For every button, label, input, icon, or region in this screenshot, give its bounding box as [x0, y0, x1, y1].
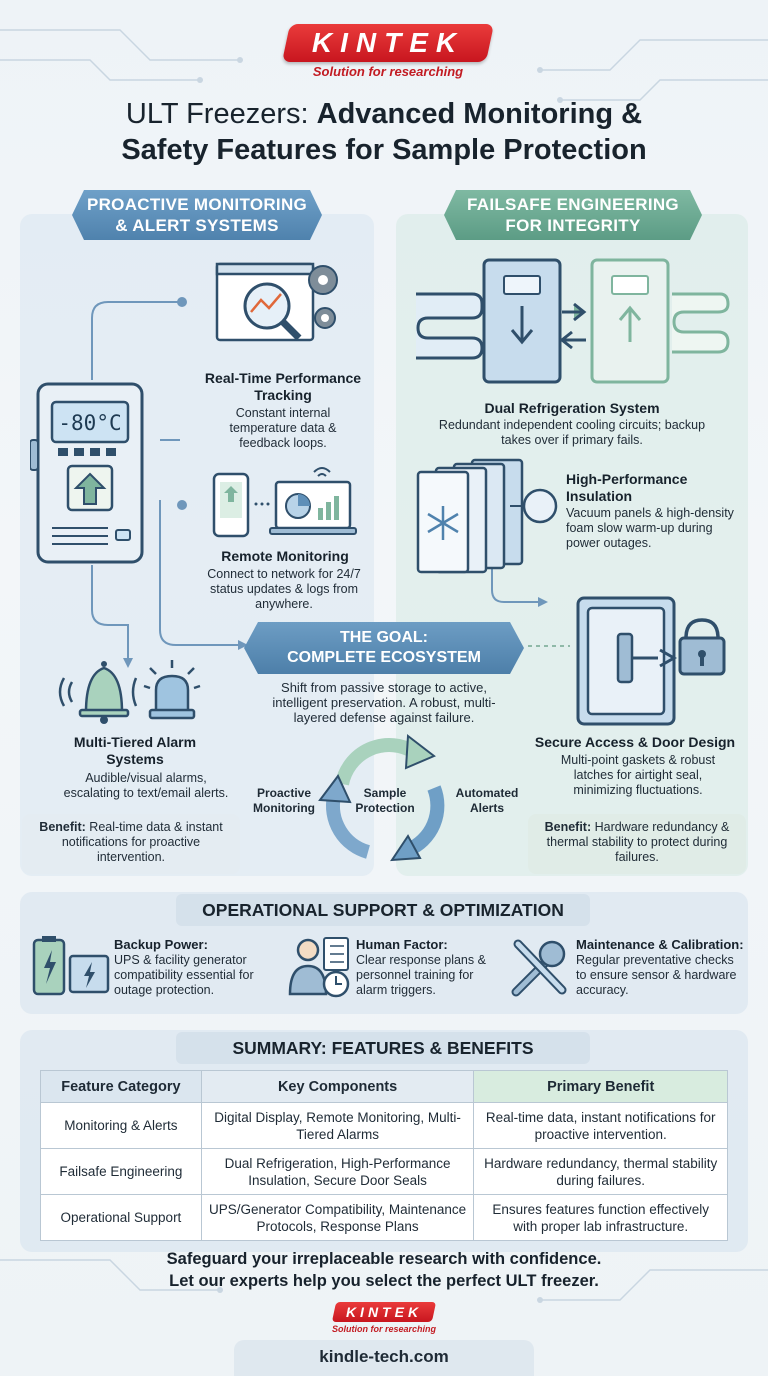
insulation-panels-icon	[416, 458, 558, 574]
table-row: Failsafe Engineering Dual Refrigeration,…	[40, 1148, 728, 1195]
person-checklist-icon	[288, 937, 350, 998]
table-cell: Failsafe Engineering	[40, 1148, 202, 1195]
magnifier-chart-icon	[215, 262, 338, 342]
failsafe-benefit-text: Hardware redundancy & thermal stability …	[546, 820, 730, 864]
tracking-title: Real-Time Performance Tracking	[204, 370, 362, 403]
failsafe-benefit-label: Benefit:	[544, 820, 592, 834]
insulation-description: Vacuum panels & high-density foam slow w…	[566, 506, 734, 550]
maintenance-text: Maintenance & Calibration: Regular preve…	[576, 936, 746, 998]
human-factor-title: Human Factor:	[356, 937, 448, 952]
dual-refrigeration-description: Redundant independent cooling circuits; …	[438, 418, 706, 447]
summary-header-feature: Feature Category	[40, 1070, 202, 1103]
alarm-systems-title-text: Multi-Tiered Alarm Systems	[73, 734, 197, 767]
summary-header-components: Key Components	[200, 1070, 475, 1103]
cycle-center-label: Sample Protection	[355, 786, 415, 815]
human-factor-description: Clear response plans & personnel trainin…	[356, 953, 486, 997]
table-cell: Ensures features function effectively wi…	[473, 1194, 728, 1241]
backup-power-title: Backup Power:	[114, 937, 208, 952]
maintenance-description: Regular preventative checks to ensure se…	[576, 953, 737, 997]
failsafe-ribbon-line-1: FAILSAFE ENGINEERING	[467, 195, 679, 214]
table-cell: Monitoring & Alerts	[40, 1102, 202, 1149]
failsafe-ribbon-line-2: FOR INTEGRITY	[505, 216, 641, 235]
goal-ribbon-line-1: THE GOAL:	[340, 629, 428, 646]
alarm-systems-title: Multi-Tiered Alarm Systems	[60, 734, 210, 768]
remote-monitoring-description: Connect to network for 24/7 status updat…	[207, 567, 361, 611]
summary-header-row: Feature Category Key Components Primary …	[40, 1070, 728, 1103]
summary-title: SUMMARY: FEATURES & BENEFITS	[176, 1032, 590, 1064]
goal-description: Shift from passive storage to active, in…	[272, 680, 496, 725]
door-design-description: Multi-point gaskets & robust latches for…	[560, 753, 716, 797]
monitoring-benefit-label: Benefit:	[39, 820, 86, 834]
secure-door-lock-icon	[576, 596, 726, 726]
table-row: Operational Support UPS/Generator Compat…	[40, 1194, 728, 1241]
backup-power-text: Backup Power: UPS & facility generator c…	[114, 936, 264, 998]
remote-devices-icon	[212, 467, 357, 538]
failsafe-ribbon: FAILSAFE ENGINEERING FOR INTEGRITY	[444, 190, 702, 240]
freezer-display-icon	[30, 382, 144, 564]
alarm-bell-siren-icon	[58, 660, 201, 724]
monitoring-benefit-text: Real-time data & instant notifications f…	[61, 820, 223, 864]
remote-monitoring-title: Remote Monitoring	[221, 548, 349, 564]
title-bold-2: Safety Features for Sample Protection	[121, 134, 647, 166]
monitoring-connectors	[91, 297, 570, 668]
freezer-temperature-readout: -80°C	[58, 411, 122, 435]
monitoring-ribbon-line-2: & ALERT SYSTEMS	[115, 216, 279, 235]
wrench-tools-icon	[511, 939, 567, 997]
goal-ribbon: THE GOAL: COMPLETE ECOSYSTEM	[244, 622, 524, 674]
table-cell: UPS/Generator Compatibility, Maintenance…	[200, 1194, 475, 1241]
table-cell: Real-time data, instant notifications fo…	[473, 1102, 728, 1149]
monitoring-ribbon-line-1: PROACTIVE MONITORING	[86, 195, 308, 214]
cta-line-1: Safeguard your irreplaceable research wi…	[166, 1250, 602, 1268]
goal-ribbon-line-2: COMPLETE ECOSYSTEM	[287, 649, 481, 666]
footer-logo-text: KINTEK	[345, 1304, 423, 1320]
human-factor-text: Human Factor: Clear response plans & per…	[356, 936, 496, 998]
brand-logo-text: KINTEK	[311, 27, 465, 58]
cta-line-2: Let our experts help you select the perf…	[169, 1272, 599, 1290]
monitoring-benefit-box	[22, 814, 240, 874]
dual-refrigeration-icon	[416, 258, 730, 384]
battery-icon	[32, 936, 110, 996]
monitoring-benefit: Benefit: Real-time data & instant notifi…	[28, 820, 234, 865]
door-design-title: Secure Access & Door Design	[534, 734, 736, 750]
table-cell: Operational Support	[40, 1194, 202, 1241]
table-cell: Dual Refrigeration, High-Performance Ins…	[200, 1148, 475, 1195]
dual-refrigeration-title: Dual Refrigeration System	[484, 400, 660, 416]
cycle-right-label: Automated Alerts	[455, 786, 519, 815]
title-light: ULT Freezers:	[125, 98, 317, 130]
maintenance-title: Maintenance & Calibration:	[576, 937, 744, 952]
brand-tagline: Solution for researching	[312, 64, 464, 79]
summary-header-benefit: Primary Benefit	[473, 1070, 728, 1103]
operational-title: OPERATIONAL SUPPORT & OPTIMIZATION	[176, 894, 590, 926]
failsafe-benefit: Benefit: Hardware redundancy & thermal s…	[534, 820, 740, 865]
summary-table: Feature Category Key Components Primary …	[40, 1070, 728, 1241]
cycle-arrows-icon	[318, 734, 445, 862]
failsafe-benefit-box	[528, 814, 746, 874]
call-to-action: Safeguard your irreplaceable research wi…	[40, 1248, 728, 1292]
footer-tagline: Solution for researching	[331, 1324, 436, 1334]
title-bold-1: Advanced Monitoring &	[316, 98, 643, 130]
table-cell: Hardware redundancy, thermal stability d…	[473, 1148, 728, 1195]
tracking-description: Constant internal temperature data & fee…	[229, 406, 337, 450]
monitoring-ribbon: PROACTIVE MONITORING & ALERT SYSTEMS	[72, 190, 322, 240]
backup-power-description: UPS & facility generator compatibility e…	[114, 953, 254, 997]
cycle-left-label: Proactive Monitoring	[253, 786, 315, 815]
website-link[interactable]: kindle-tech.com	[234, 1340, 534, 1376]
table-cell: Digital Display, Remote Monitoring, Mult…	[200, 1102, 475, 1149]
alarm-systems-description: Audible/visual alarms, escalating to tex…	[63, 771, 229, 800]
table-row: Monitoring & Alerts Digital Display, Rem…	[40, 1102, 728, 1149]
insulation-title: High-Performance Insulation	[566, 471, 688, 504]
page-title: ULT Freezers: Advanced Monitoring & Safe…	[60, 96, 708, 168]
